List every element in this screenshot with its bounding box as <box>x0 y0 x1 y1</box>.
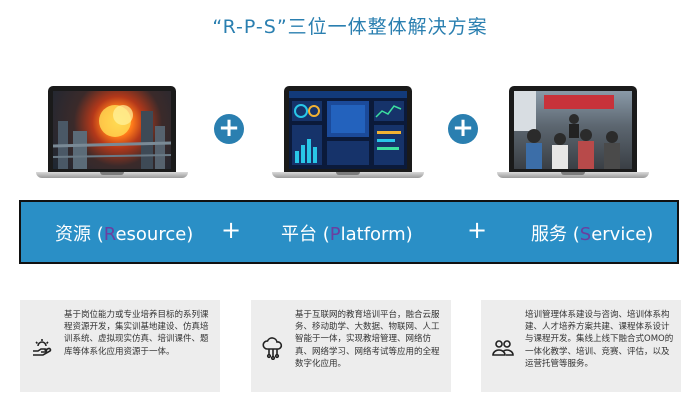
classroom-photo <box>514 91 632 169</box>
laptop-notch <box>100 172 124 175</box>
page-title: “R-P-S”三位一体整体解决方案 <box>212 16 488 38</box>
laptop-screen-frame <box>509 86 637 172</box>
banner-plus-sign: + <box>221 216 242 244</box>
plus-circle-icon: + <box>214 114 244 144</box>
service-description-text: 培训管理体系建设与咨询、培训体系构建、人才培养方案共建、课程体系设计与课程开发。… <box>525 310 674 369</box>
dashboard-screenshot <box>289 91 407 169</box>
laptop-base <box>497 172 649 178</box>
industrial-simulation-screenshot <box>53 91 171 169</box>
laptop-screen-frame <box>284 86 412 172</box>
laptop-screen-frame <box>48 86 176 172</box>
platform-description-text: 基于互联网的教育培训平台，融合云服务、移动助学、大数据、物联网、人工智能于一体，… <box>295 310 440 369</box>
resource-description-card: 基于岗位能力或专业培养目标的系列课程资源开发，集实训基地建设、仿真培训系统、虚拟… <box>20 300 220 392</box>
banner-service-label: 服务 (Service) <box>531 224 654 245</box>
laptop-platform-image <box>272 86 424 186</box>
industrial-scene-graphic <box>53 105 171 169</box>
resource-description-text: 基于岗位能力或专业培养目标的系列课程资源开发，集实训基地建设、仿真培训系统、虚拟… <box>64 310 209 357</box>
people-icon <box>491 336 515 360</box>
plus-circle-icon: + <box>448 114 478 144</box>
skills-hand-icon <box>30 336 54 360</box>
dashboard-graphic <box>289 91 407 165</box>
banner-platform-label: 平台 (Platform) <box>281 224 413 245</box>
classroom-graphic <box>514 91 620 169</box>
laptop-notch <box>561 172 585 175</box>
laptop-base <box>36 172 188 178</box>
banner-resource-label: 资源 (Resource) <box>55 224 194 245</box>
service-description-card: 培训管理体系建设与咨询、培训体系构建、人才培养方案共建、课程体系设计与课程开发。… <box>481 300 681 392</box>
rps-banner: 资源 (Resource) + 平台 (Platform) + 服务 (Serv… <box>19 200 679 264</box>
laptop-service-image <box>497 86 649 186</box>
cloud-network-icon <box>261 336 285 361</box>
platform-description-card: 基于互联网的教育培训平台，融合云服务、移动助学、大数据、物联网、人工智能于一体，… <box>251 300 451 392</box>
laptop-notch <box>336 172 360 175</box>
banner-plus-sign: + <box>467 216 488 244</box>
laptop-base <box>272 172 424 178</box>
laptop-resource-image <box>36 86 188 186</box>
